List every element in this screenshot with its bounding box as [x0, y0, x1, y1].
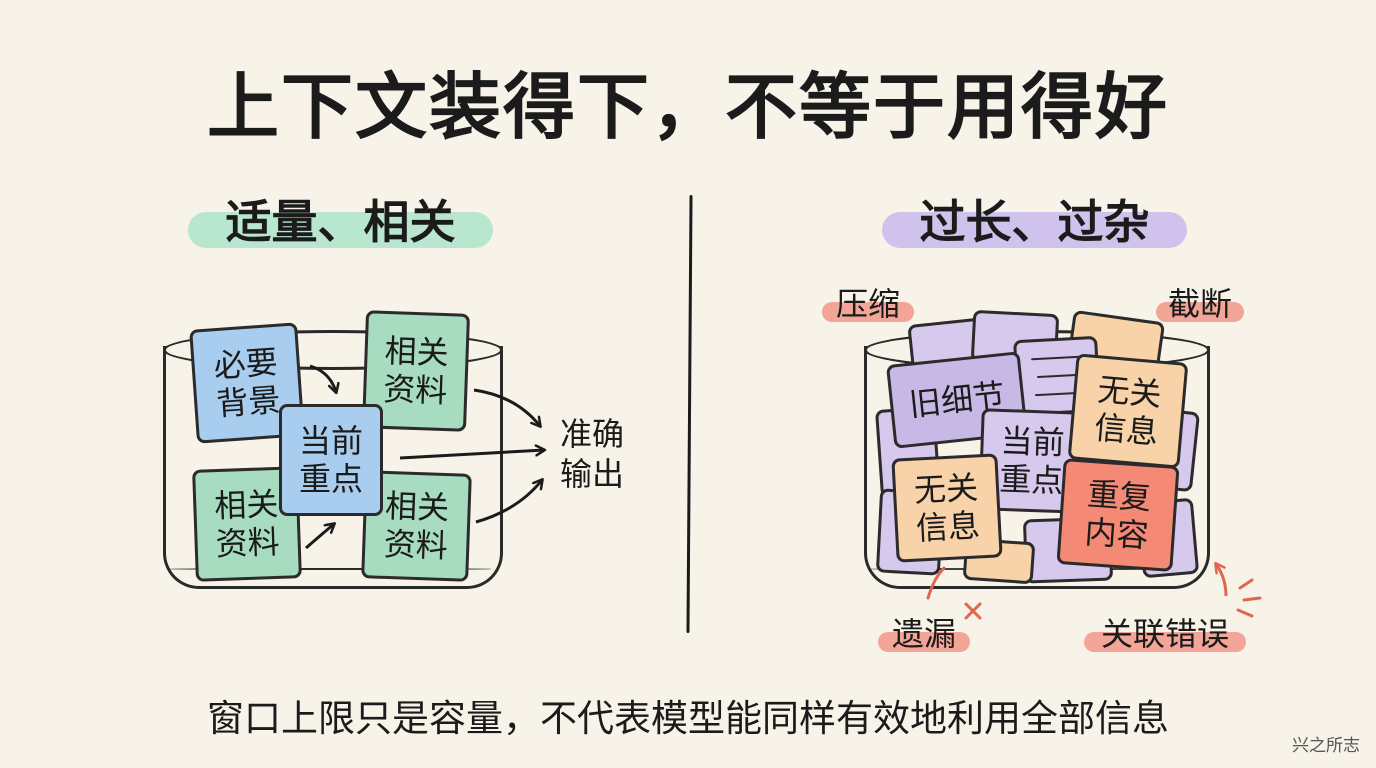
left-jar-rim: [163, 330, 503, 370]
right-heading: 过长、过杂: [882, 192, 1187, 252]
omission-stroke: [926, 566, 946, 600]
right-jar-body: [864, 346, 1210, 589]
omission-x-icon: [964, 602, 982, 620]
arrow-related-to-focus: [305, 524, 334, 550]
left-jar-body: [163, 346, 503, 589]
tag-compress: 压缩: [822, 284, 914, 324]
footer-caption: 窗口上限只是容量，不代表模型能同样有效地利用全部信息: [207, 697, 1169, 740]
tag-misassociation: 关联错误: [1084, 614, 1246, 654]
watermark: 兴之所志: [1292, 736, 1360, 756]
alert-lines-icon: [1236, 578, 1262, 618]
arrow-top-to-output: [473, 388, 540, 426]
left-heading-text: 适量、相关: [225, 195, 456, 249]
arrow-bottom-to-output: [475, 480, 542, 524]
right-heading-text: 过长、过杂: [919, 195, 1150, 249]
left-heading: 适量、相关: [188, 192, 493, 252]
tag-truncate: 截断: [1156, 284, 1244, 324]
tag-misassociation-text: 关联错误: [1100, 615, 1229, 653]
tag-omission: 遗漏: [878, 614, 970, 654]
misassociation-arrow: [1216, 564, 1228, 597]
arrow-background-to-focus: [309, 364, 336, 392]
tag-omission-text: 遗漏: [891, 615, 956, 653]
left-jar-ridge: [168, 568, 492, 570]
tag-truncate-text: 截断: [1167, 285, 1232, 323]
tag-compress-text: 压缩: [835, 285, 900, 323]
page-title: 上下文装得下，不等于用得好: [206, 65, 1169, 149]
arrow-focus-to-output: [399, 450, 544, 460]
card-current-focus: 当前 重点: [279, 404, 383, 516]
accurate-output-label: 准确 输出: [560, 415, 625, 493]
